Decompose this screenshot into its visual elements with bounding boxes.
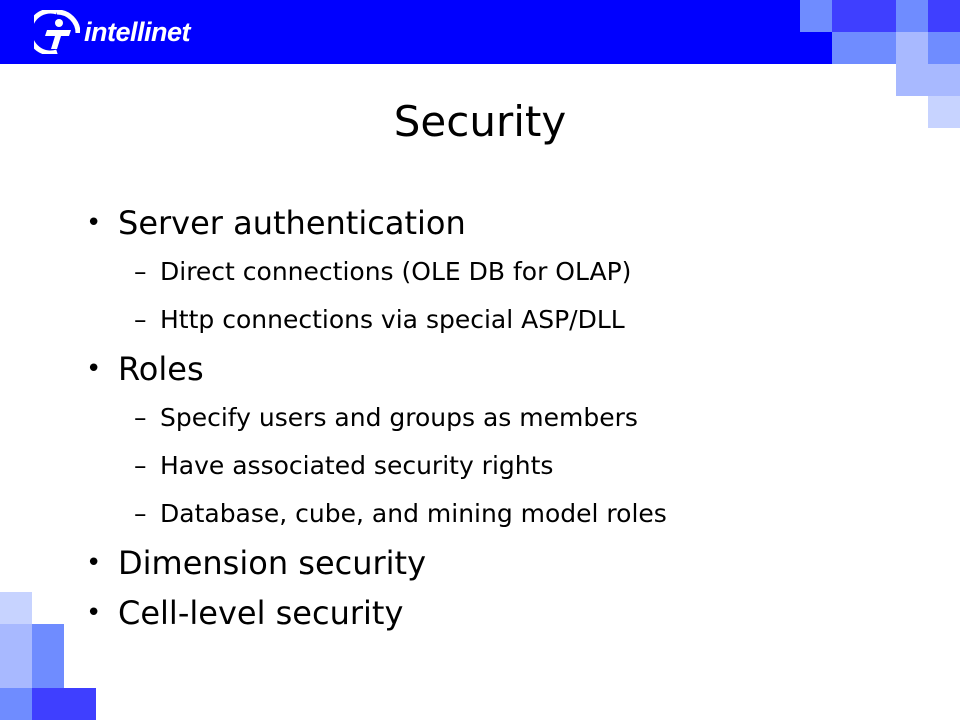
dash-marker: – — [134, 257, 147, 286]
decor-square — [800, 0, 832, 32]
bullet-list: • Server authentication – Direct connect… — [84, 198, 904, 638]
bullet-marker: • — [86, 548, 102, 578]
bullet-item: • Roles — [84, 344, 904, 394]
decor-square — [864, 0, 896, 32]
bullet-text: Cell-level security — [118, 594, 404, 632]
logo-text: intellinet — [84, 16, 191, 47]
bullet-text: Server authentication — [118, 204, 466, 242]
decor-square — [64, 688, 96, 720]
bullet-marker: • — [86, 354, 102, 384]
intellinet-logo-icon — [34, 10, 80, 54]
decor-square — [832, 32, 864, 64]
decor-square — [0, 656, 32, 688]
sub-bullet-text: Http connections via special ASP/DLL — [160, 305, 625, 334]
intellinet-logo: intellinet — [34, 10, 191, 54]
decor-square — [32, 656, 64, 688]
dash-marker: – — [134, 305, 147, 334]
bullet-item: • Dimension security — [84, 538, 904, 588]
bullet-text: Roles — [118, 350, 204, 388]
bullet-marker: • — [86, 208, 102, 238]
sub-bullet-item: – Http connections via special ASP/DLL — [84, 296, 904, 344]
dash-marker: – — [134, 451, 147, 480]
sub-bullet-item: – Database, cube, and mining model roles — [84, 490, 904, 538]
decor-square — [896, 32, 928, 64]
bullet-text: Dimension security — [118, 544, 427, 582]
decor-square — [0, 592, 32, 624]
sub-bullet-text: Specify users and groups as members — [160, 403, 638, 432]
sub-bullet-item: – Have associated security rights — [84, 442, 904, 490]
sub-bullet-text: Direct connections (OLE DB for OLAP) — [160, 257, 632, 286]
dash-marker: – — [134, 403, 147, 432]
decor-square — [832, 0, 864, 32]
decor-square — [0, 624, 32, 656]
bullet-item: • Server authentication — [84, 198, 904, 248]
sub-bullet-text: Database, cube, and mining model roles — [160, 499, 667, 528]
sub-bullet-item: – Specify users and groups as members — [84, 394, 904, 442]
bullet-marker: • — [86, 598, 102, 628]
dash-marker: – — [134, 499, 147, 528]
decor-square — [896, 0, 928, 32]
decor-square — [864, 32, 896, 64]
decor-square — [896, 64, 928, 96]
slide-title: Security — [393, 97, 567, 146]
decor-square — [928, 32, 960, 64]
sub-bullet-text: Have associated security rights — [160, 451, 554, 480]
decor-square — [32, 688, 64, 720]
decor-square — [928, 96, 960, 128]
decor-square — [928, 64, 960, 96]
decor-square — [928, 0, 960, 32]
decor-square — [0, 688, 32, 720]
bullet-item: • Cell-level security — [84, 588, 904, 638]
sub-bullet-item: – Direct connections (OLE DB for OLAP) — [84, 248, 904, 296]
decor-square — [32, 624, 64, 656]
